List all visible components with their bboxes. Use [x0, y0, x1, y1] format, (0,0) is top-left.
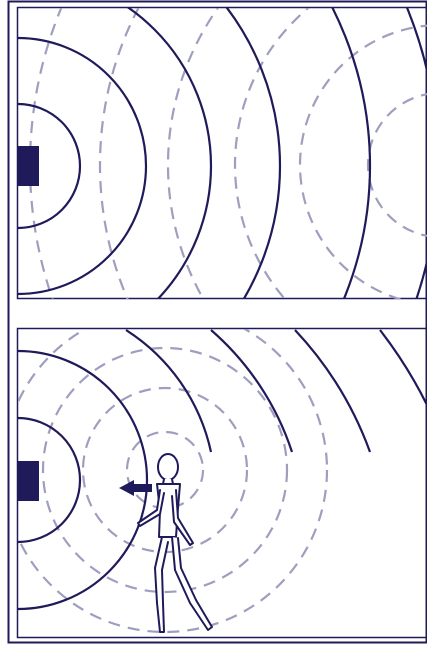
emitted-wave — [0, 0, 427, 586]
bottom-panel — [0, 308, 427, 638]
emitted-waves-top — [0, 0, 427, 586]
person-leg-front — [172, 537, 212, 630]
sensor-icon — [18, 461, 39, 501]
person-head — [158, 454, 178, 480]
emitted-wave-partial — [211, 330, 292, 452]
reflected-wave — [300, 25, 427, 305]
sensor-icon — [18, 146, 39, 186]
reflected-wave — [368, 93, 427, 237]
reflected-waves-top — [30, 0, 427, 575]
person-leg-back — [155, 537, 168, 632]
emitted-wave — [0, 0, 370, 518]
reflected-wave — [30, 0, 427, 575]
top-panel — [0, 0, 427, 586]
emitted-waves-bottom — [0, 330, 427, 609]
reflected-wave — [168, 0, 427, 437]
emitted-wave-partial — [295, 330, 370, 452]
reflected-wave — [235, 0, 427, 370]
emitted-wave — [0, 418, 80, 542]
emitted-wave-partial — [380, 330, 427, 405]
emitted-wave — [0, 104, 80, 228]
